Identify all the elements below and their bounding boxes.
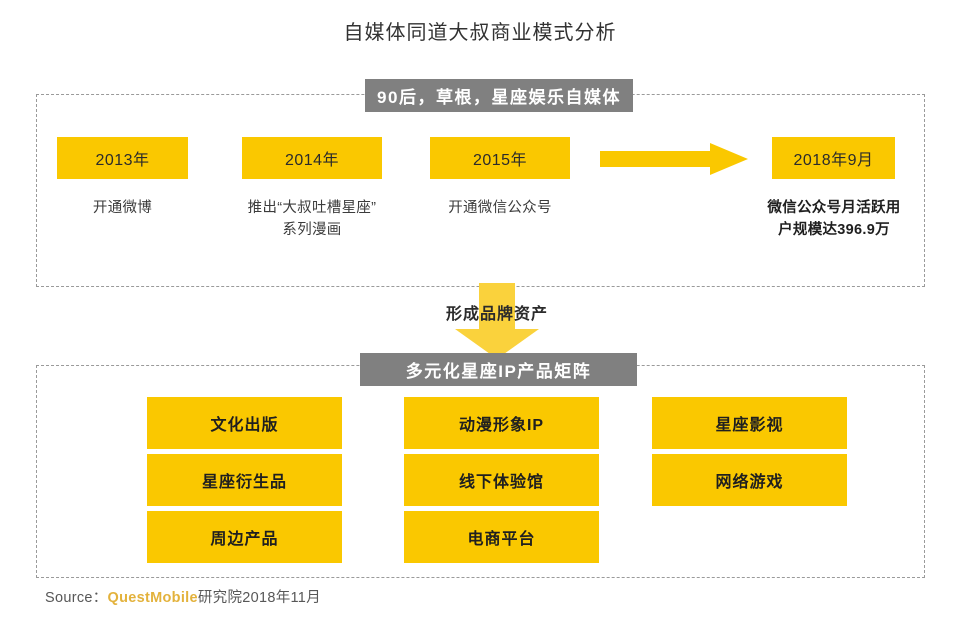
timeline-item-2013: 2013年 开通微博 <box>57 137 188 220</box>
matrix-column-2: 动漫形象IP 线下体验馆 电商平台 <box>404 397 599 563</box>
timeline-caption: 开通微信公众号 <box>448 200 552 216</box>
matrix-cell[interactable]: 星座影视 <box>652 397 847 449</box>
source-suffix: 研究院2018年11月 <box>197 590 321 606</box>
timeline-chip: 2015年 <box>430 137 570 179</box>
timeline-item-2014: 2014年 推出“大叔吐槽星座” 系列漫画 <box>242 137 382 242</box>
source-brand: QuestMobile <box>107 590 198 606</box>
timeline-caption: 推出“大叔吐槽星座” 系列漫画 <box>247 200 377 238</box>
matrix-cell[interactable]: 线下体验馆 <box>404 454 599 506</box>
matrix-cell[interactable]: 周边产品 <box>147 511 342 563</box>
matrix-cell[interactable]: 电商平台 <box>404 511 599 563</box>
matrix-column-3: 星座影视 网络游戏 <box>652 397 847 506</box>
brand-asset-label: 形成品牌资产 <box>445 306 548 323</box>
timeline-caption: 开通微博 <box>92 200 153 216</box>
page-title: 自媒体同道大叔商业模式分析 <box>343 22 617 44</box>
matrix-cell[interactable]: 网络游戏 <box>652 454 847 506</box>
timeline-banner-label: 90后，草根，星座娱乐自媒体 <box>377 88 621 107</box>
timeline-chip: 2013年 <box>57 137 188 179</box>
source-line: Source：QuestMobile研究院2018年11月 <box>45 586 321 607</box>
timeline-item-2018-09: 2018年9月 微信公众号月活跃用 户规模达396.9万 <box>767 137 900 242</box>
matrix-cell[interactable]: 文化出版 <box>147 397 342 449</box>
matrix-banner-label: 多元化星座IP产品矩阵 <box>405 362 592 381</box>
matrix-cell[interactable]: 动漫形象IP <box>404 397 599 449</box>
source-prefix: Source： <box>45 590 108 606</box>
timeline-caption: 微信公众号月活跃用 户规模达396.9万 <box>767 200 901 238</box>
arrow-right-icon <box>600 143 748 175</box>
matrix-column-1: 文化出版 星座衍生品 周边产品 <box>147 397 342 563</box>
matrix-cell[interactable]: 星座衍生品 <box>147 454 342 506</box>
matrix-banner: 多元化星座IP产品矩阵 <box>360 353 637 386</box>
timeline-banner: 90后，草根，星座娱乐自媒体 <box>365 79 633 112</box>
timeline-chip: 2014年 <box>242 137 382 179</box>
timeline-chip: 2018年9月 <box>772 137 895 179</box>
arrow-down-icon <box>455 283 539 359</box>
timeline-item-2015: 2015年 开通微信公众号 <box>430 137 570 220</box>
